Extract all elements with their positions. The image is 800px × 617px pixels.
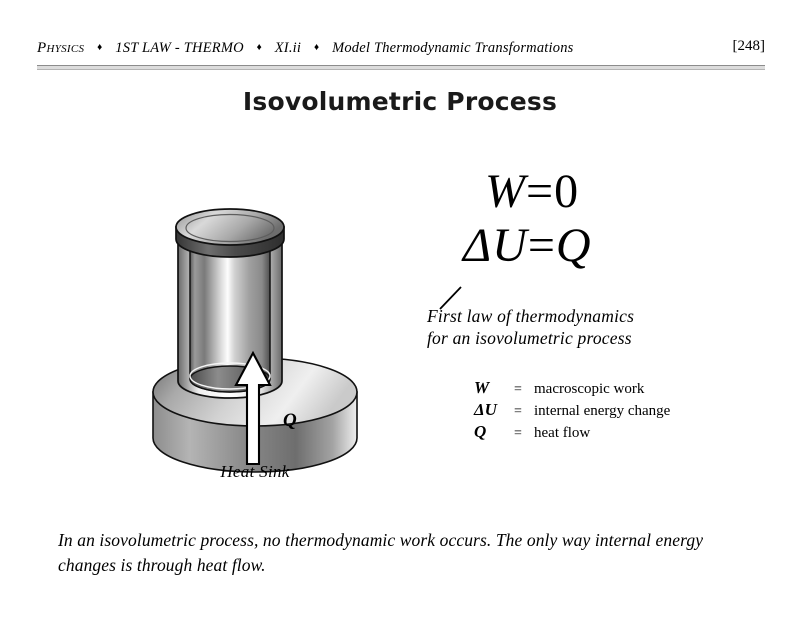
equation-first-law-operator: =	[527, 218, 556, 272]
breadcrumb-section: XI.ii	[274, 40, 302, 56]
heat-flow-arrow-icon	[234, 350, 272, 466]
heat-sink-label: Heat Sink	[220, 462, 290, 481]
legend-row: ΔU = internal energy change	[474, 400, 670, 420]
annotation-line-2: for an isovolumetric process	[427, 328, 632, 349]
heat-flow-label: Q	[283, 410, 297, 431]
header-divider	[37, 65, 765, 70]
legend-description: internal energy change	[534, 403, 671, 419]
legend-symbol: ΔU	[474, 400, 497, 419]
equation-first-law-rhs: Q	[555, 218, 592, 272]
breadcrumb-topic: Model Thermodynamic Transformations	[332, 40, 574, 56]
breadcrumb-unit: 1ST LAW - THERMO	[115, 40, 244, 56]
page-title: Isovolumetric Process	[242, 87, 558, 116]
page-header: Physics ♦ 1ST LAW - THERMO ♦ XI.ii ♦ Mod…	[37, 38, 766, 66]
legend-equals: =	[514, 404, 522, 419]
legend-equals: =	[514, 426, 522, 441]
equation-work: W=0	[485, 165, 715, 219]
legend-symbol: Q	[474, 422, 487, 441]
legend-description: macroscopic work	[534, 381, 645, 397]
equation-work-lhs: W	[485, 165, 526, 218]
legend-row: W = macroscopic work	[474, 378, 670, 398]
rigid-cylinder	[175, 208, 285, 399]
breadcrumb-separator-icon: ♦	[313, 42, 320, 53]
isovolumetric-diagram	[120, 195, 390, 495]
legend-description: heat flow	[534, 425, 591, 441]
equation-first-law: ΔU=Q	[463, 219, 715, 273]
annotation-line-1: First law of thermodynamics	[427, 306, 635, 326]
legend-equals: =	[514, 382, 522, 397]
summary-caption: In an isovolumetric process, no thermody…	[58, 530, 704, 575]
breadcrumb-course: Physics	[37, 40, 85, 56]
equation-work-operator: =	[525, 165, 555, 218]
symbol-legend: W = macroscopic work ΔU = internal energ…	[474, 378, 670, 444]
equation-first-law-lhs: ΔU	[463, 218, 528, 272]
equation-block: W=0 ΔU=Q	[455, 165, 715, 273]
legend-row: Q = heat flow	[474, 422, 670, 442]
breadcrumb-separator-icon: ♦	[97, 42, 103, 53]
equation-work-rhs: 0	[554, 165, 580, 218]
breadcrumb-separator-icon: ♦	[256, 42, 262, 53]
legend-symbol: W	[474, 378, 490, 397]
annotation-text: First law of thermodynamics for an isovo…	[427, 305, 727, 350]
annotation-pointer-line	[437, 285, 467, 311]
page-number: [248]	[732, 38, 766, 54]
breadcrumb: Physics ♦ 1ST LAW - THERMO ♦ XI.ii ♦ Mod…	[37, 40, 574, 57]
